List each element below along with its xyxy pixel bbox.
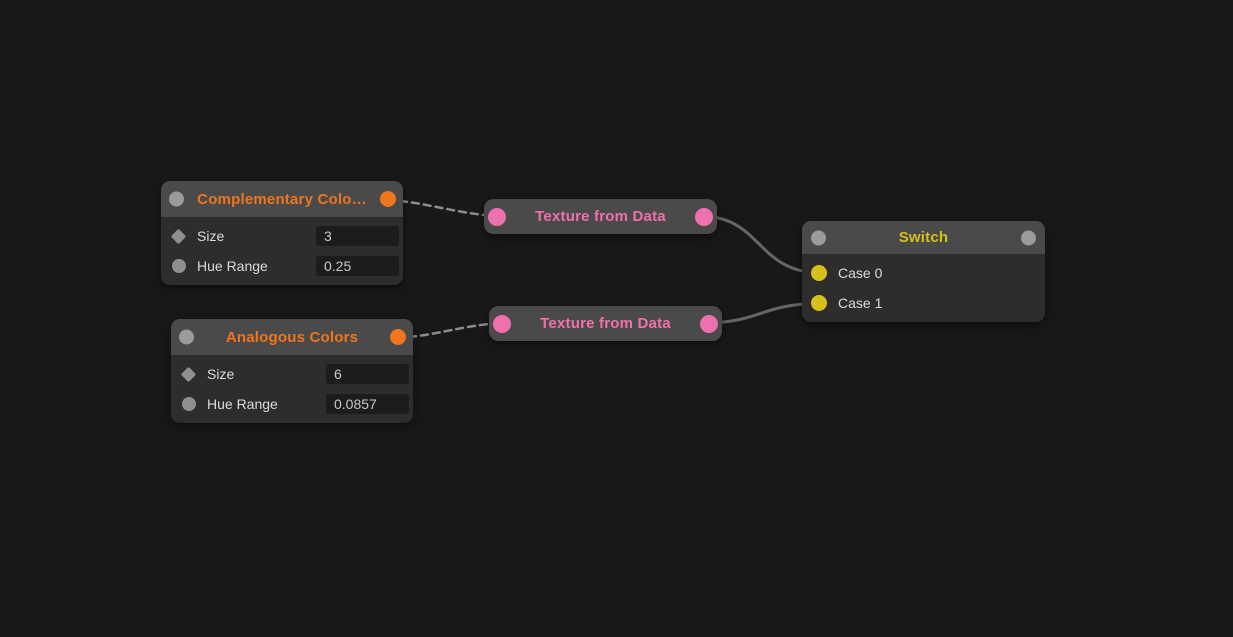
input-port[interactable] bbox=[488, 207, 506, 226]
node-title: Texture from Data bbox=[535, 208, 666, 225]
node-texture-from-data-bottom[interactable]: Texture from Data bbox=[489, 306, 722, 341]
input-port[interactable] bbox=[493, 314, 511, 333]
input-port[interactable] bbox=[169, 191, 184, 207]
node-title: Texture from Data bbox=[540, 315, 671, 332]
output-port[interactable] bbox=[1021, 230, 1036, 245]
node-analogous-colors[interactable]: Analogous Colors Size Hue Range bbox=[171, 319, 413, 423]
hue-range-input[interactable] bbox=[326, 394, 409, 414]
param-row-size: Size bbox=[161, 221, 403, 251]
case-1-port[interactable] bbox=[811, 295, 827, 311]
output-port[interactable] bbox=[380, 191, 396, 207]
node-title: Switch bbox=[898, 229, 949, 246]
node-texture-from-data-top[interactable]: Texture from Data bbox=[484, 199, 717, 234]
connection-complementary-to-texture-top[interactable] bbox=[386, 198, 499, 218]
input-port[interactable] bbox=[811, 230, 826, 245]
node-body: Size Hue Range bbox=[171, 355, 413, 423]
size-input[interactable] bbox=[316, 226, 399, 246]
param-row-hue-range: Hue Range bbox=[161, 251, 403, 281]
case-0-port[interactable] bbox=[811, 265, 827, 281]
hue-range-input[interactable] bbox=[316, 256, 399, 276]
param-row-hue-range: Hue Range bbox=[171, 389, 413, 419]
input-port[interactable] bbox=[179, 329, 194, 345]
circle-icon bbox=[172, 259, 186, 273]
node-title: Analogous Colors bbox=[225, 328, 359, 346]
node-title: Complementary Colo… bbox=[197, 190, 367, 208]
output-port[interactable] bbox=[390, 329, 406, 345]
node-switch[interactable]: Switch Case 0 Case 1 bbox=[802, 221, 1045, 322]
node-body: Case 0 Case 1 bbox=[802, 254, 1045, 322]
circle-icon bbox=[182, 397, 196, 411]
node-complementary-colors[interactable]: Complementary Colo… Size Hue Range bbox=[161, 181, 403, 285]
param-label: Size bbox=[197, 228, 225, 244]
case-0-row: Case 0 bbox=[802, 258, 1045, 288]
param-label: Hue Range bbox=[197, 258, 268, 274]
case-label: Case 1 bbox=[838, 295, 883, 311]
param-row-size: Size bbox=[171, 359, 413, 389]
node-header[interactable]: Complementary Colo… bbox=[161, 181, 403, 217]
node-header[interactable]: Switch bbox=[802, 221, 1045, 254]
diamond-icon bbox=[170, 228, 187, 244]
diamond-icon bbox=[180, 366, 197, 382]
connection-texture-bottom-to-switch-case1[interactable] bbox=[707, 301, 821, 325]
param-label: Hue Range bbox=[207, 396, 278, 412]
connection-texture-top-to-switch-case0[interactable] bbox=[702, 214, 821, 275]
node-header[interactable]: Texture from Data bbox=[489, 306, 722, 341]
node-body: Size Hue Range bbox=[161, 217, 403, 285]
node-header[interactable]: Analogous Colors bbox=[171, 319, 413, 355]
node-header[interactable]: Texture from Data bbox=[484, 199, 717, 234]
output-port[interactable] bbox=[695, 207, 713, 226]
case-1-row: Case 1 bbox=[802, 288, 1045, 318]
case-label: Case 0 bbox=[838, 265, 883, 281]
param-label: Size bbox=[207, 366, 235, 382]
size-input[interactable] bbox=[326, 364, 409, 384]
output-port[interactable] bbox=[700, 314, 718, 333]
